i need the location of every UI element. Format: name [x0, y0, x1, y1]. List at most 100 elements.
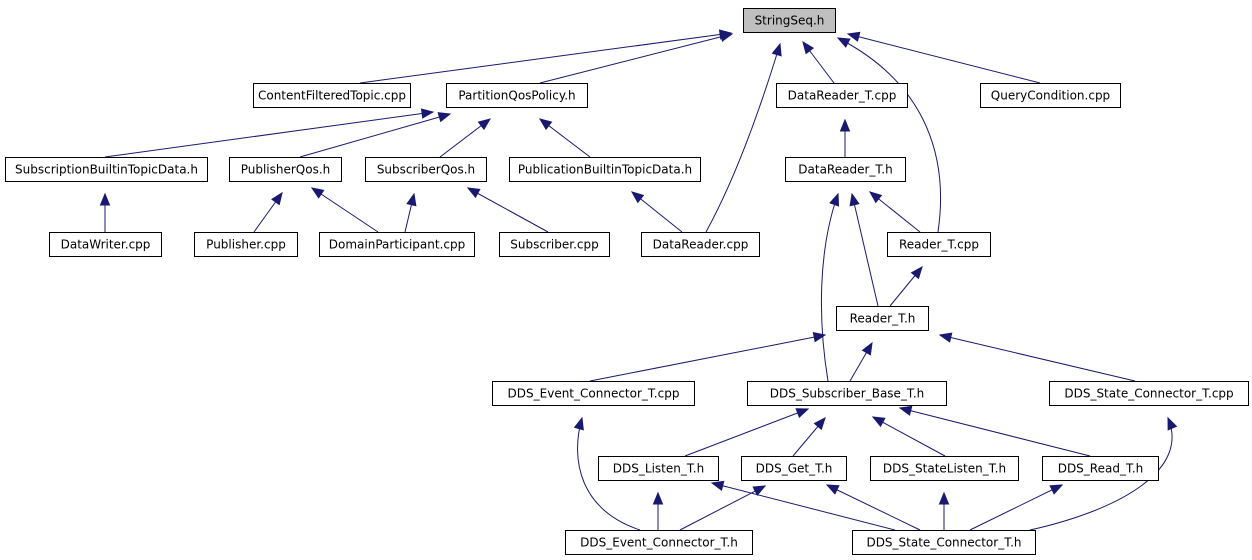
node-label: Subscriber.cpp	[510, 238, 598, 252]
arrowhead-icon	[310, 187, 325, 199]
arrowhead-icon	[710, 480, 725, 491]
edge-datareader_t_cpp-to-stringseq	[802, 40, 835, 84]
arrowhead-icon	[825, 484, 840, 495]
node-box	[776, 83, 908, 108]
node-state_connector_cpp[interactable]: DDS_State_Connector_T.cpp	[1049, 381, 1249, 406]
node-subscriber[interactable]: Subscriber.cpp	[499, 232, 610, 257]
node-publisher[interactable]: Publisher.cpp	[194, 232, 298, 257]
arrowhead-icon	[1049, 484, 1064, 495]
edge-event_connector_cpp-to-reader_t_h	[589, 332, 827, 382]
node-box	[887, 232, 991, 257]
edge-line	[311, 187, 379, 233]
edge-state_connector_h-to-read	[969, 484, 1064, 531]
edge-contentfiltered-to-stringseq	[359, 29, 733, 84]
edge-read-to-subscriber_base	[898, 405, 1091, 457]
arrowhead-icon	[868, 191, 883, 204]
node-box	[1042, 456, 1159, 481]
edge-state_connector_h-to-get	[825, 484, 921, 531]
edge-line	[820, 193, 839, 382]
edge-line	[467, 187, 549, 233]
edge-line	[1029, 417, 1173, 531]
node-box	[509, 157, 701, 182]
node-partitionqos[interactable]: PartitionQosPolicy.h	[446, 83, 588, 108]
arrowhead-icon	[1167, 416, 1178, 431]
node-label: DataReader_T.cpp	[788, 89, 897, 103]
node-label: DDS_Event_Connector_T.h	[580, 536, 738, 550]
arrowhead-icon	[99, 192, 111, 206]
edge-partitionqos-to-stringseq	[539, 31, 734, 84]
node-reader_t_cpp[interactable]: Reader_T.cpp	[887, 232, 991, 257]
node-querycondition[interactable]: QueryCondition.cpp	[980, 83, 1121, 108]
node-box	[836, 306, 929, 331]
node-state_connector_h[interactable]: DDS_State_Connector_T.h	[852, 530, 1036, 555]
arrowhead-icon	[477, 118, 492, 131]
arrowhead-icon	[836, 37, 851, 48]
arrowhead-icon	[812, 332, 827, 343]
node-label: DataReader.cpp	[653, 238, 749, 252]
edge-line	[847, 33, 1041, 84]
arrowhead-icon	[406, 192, 417, 207]
node-publisherqos[interactable]: PublisherQos.h	[229, 157, 342, 182]
node-datareader_t_cpp[interactable]: DataReader_T.cpp	[776, 83, 908, 108]
node-event_connector_cpp[interactable]: DDS_Event_Connector_T.cpp	[492, 381, 695, 406]
edge-datawriter-to-subscriptionbuiltin	[99, 192, 111, 232]
arrowhead-icon	[802, 40, 815, 55]
edge-line	[837, 37, 942, 233]
node-subscriptionbuiltin[interactable]: SubscriptionBuiltinTopicData.h	[5, 157, 208, 182]
node-label: DDS_Get_T.h	[756, 462, 833, 476]
edge-line	[299, 113, 451, 158]
arrowhead-icon	[938, 491, 950, 505]
node-contentfiltered[interactable]: ContentFilteredTopic.cpp	[253, 83, 411, 108]
edge-line	[851, 193, 879, 307]
edge-datareader_t_h-to-datareader_t_cpp	[839, 118, 851, 157]
node-datareader_t_h[interactable]: DataReader_T.h	[785, 157, 906, 182]
arrowhead-icon	[752, 485, 767, 496]
node-event_connector_h[interactable]: DDS_Event_Connector_T.h	[565, 530, 753, 555]
edge-publicationbuiltin-to-partitionqos	[538, 118, 591, 158]
node-box	[253, 83, 411, 108]
edge-subscriber_base-to-reader_t_h	[849, 341, 873, 382]
node-subscriberqos[interactable]: SubscriberQos.h	[365, 157, 487, 182]
arrowhead-icon	[871, 416, 886, 428]
node-datareader_cpp[interactable]: DataReader.cpp	[641, 232, 760, 257]
node-subscriber_base[interactable]: DDS_Subscriber_Base_T.h	[747, 381, 947, 406]
node-listen[interactable]: DDS_Listen_T.h	[598, 456, 719, 481]
edge-statelisten-to-subscriber_base	[871, 416, 946, 457]
node-label: SubscriptionBuiltinTopicData.h	[15, 163, 198, 177]
node-label: Publisher.cpp	[206, 238, 286, 252]
node-box	[492, 381, 695, 406]
edge-line	[872, 416, 946, 457]
arrowhead-icon	[829, 192, 840, 207]
node-box	[980, 83, 1121, 108]
node-label: PartitionQosPolicy.h	[458, 89, 575, 103]
node-box	[365, 157, 487, 182]
node-reader_t_h[interactable]: Reader_T.h	[836, 306, 929, 331]
edge-state_connector_h-to-state_connector_cpp	[1029, 416, 1178, 531]
arrowhead-icon	[938, 332, 953, 343]
node-publicationbuiltin[interactable]: PublicationBuiltinTopicData.h	[509, 157, 701, 182]
edge-line	[679, 485, 766, 531]
node-get[interactable]: DDS_Get_T.h	[741, 456, 847, 481]
node-stringseq[interactable]: StringSeq.h	[743, 8, 836, 33]
node-box	[446, 83, 588, 108]
node-read[interactable]: DDS_Read_T.h	[1042, 456, 1159, 481]
node-box	[641, 232, 760, 257]
edge-subscriptionbuiltin-to-partitionqos	[104, 108, 435, 158]
node-label: SubscriberQos.h	[377, 163, 475, 177]
edge-state_connector_h-to-statelisten	[938, 491, 950, 530]
edge-domainparticipant-to-publisherqos	[310, 187, 379, 233]
arrowhead-icon	[652, 491, 664, 505]
edge-get-to-subscriber_base	[792, 416, 826, 457]
node-box	[229, 157, 342, 182]
node-statelisten[interactable]: DDS_StateListen_T.h	[870, 456, 1019, 481]
edge-line	[711, 482, 896, 531]
edges-layer	[99, 29, 1178, 531]
node-label: PublicationBuiltinTopicData.h	[518, 163, 692, 177]
arrowhead-icon	[849, 192, 860, 207]
node-domainparticipant[interactable]: DomainParticipant.cpp	[319, 232, 475, 257]
node-label: QueryCondition.cpp	[991, 89, 1110, 103]
node-datawriter[interactable]: DataWriter.cpp	[49, 232, 162, 257]
edge-domainparticipant-to-subscriberqos	[404, 192, 417, 233]
